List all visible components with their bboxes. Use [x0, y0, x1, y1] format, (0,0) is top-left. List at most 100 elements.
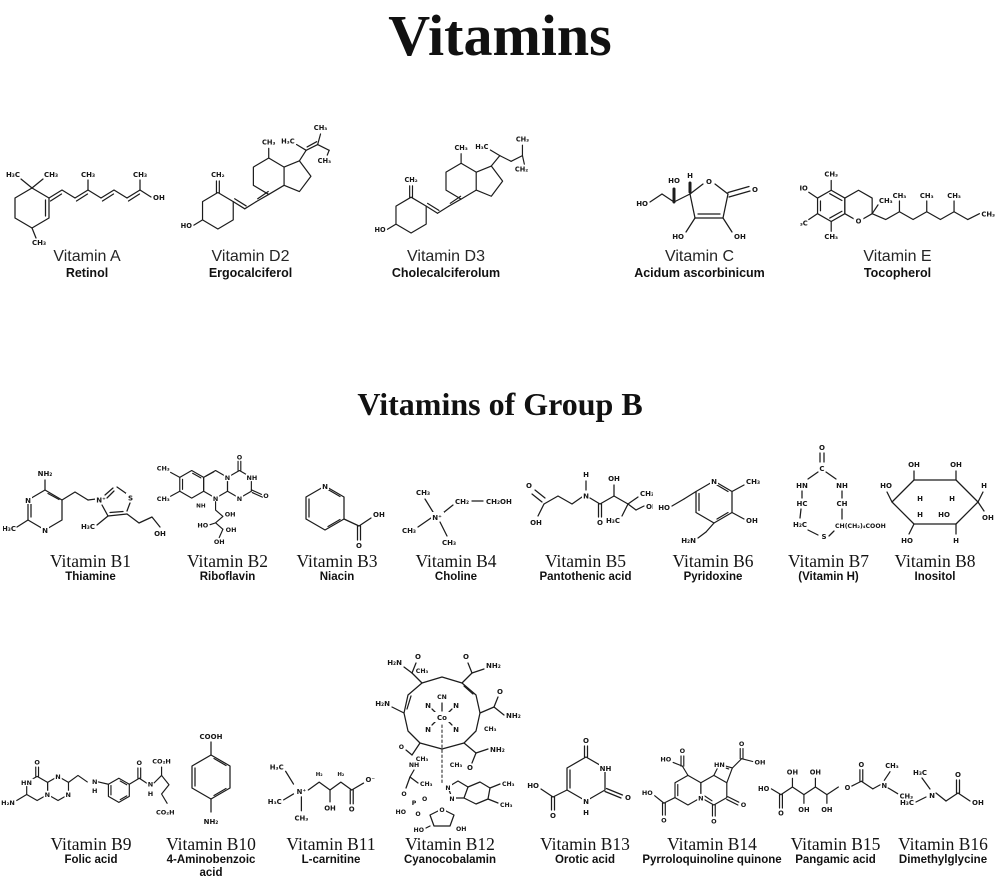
svg-text:N: N [583, 493, 589, 501]
vitamin-b8-name: Vitamin B8 [894, 551, 976, 571]
svg-text:CH₃: CH₃ [885, 762, 899, 770]
vitamin-b15-chemical: Pangamic acid [795, 854, 876, 866]
svg-text:N: N [881, 782, 887, 790]
svg-text:CH₃: CH₃ [157, 465, 170, 473]
svg-text:CH₃: CH₃ [879, 197, 893, 205]
svg-text:OH: OH [755, 758, 766, 766]
svg-text:H₂N: H₂N [375, 700, 390, 708]
svg-text:HO: HO [672, 233, 684, 241]
svg-text:HO: HO [938, 511, 950, 519]
svg-text:NH: NH [196, 503, 206, 509]
svg-text:CH(CH₂)₄COOH: CH(CH₂)₄COOH [835, 523, 886, 530]
svg-text:S: S [128, 495, 133, 503]
svg-text:HO: HO [527, 782, 539, 790]
svg-text:N: N [583, 798, 589, 806]
vitamin-b15-name: Vitamin B15 [790, 834, 881, 854]
svg-text:N: N [711, 478, 717, 486]
svg-text:CH₃: CH₃ [516, 136, 529, 144]
svg-text:OH: OH [153, 194, 165, 202]
svg-text:O: O [349, 806, 355, 814]
svg-text:O: O [955, 771, 961, 779]
svg-text:HN: HN [796, 482, 808, 490]
svg-text:OH: OH [950, 461, 962, 469]
svg-text:CH₂: CH₂ [515, 166, 528, 174]
svg-text:CH₃: CH₃ [500, 802, 513, 809]
svg-text:CO₂H: CO₂H [152, 757, 171, 765]
vitamin-b13-chemical: Orotic acid [554, 854, 616, 866]
svg-text:HO: HO [181, 222, 193, 230]
svg-text:CH₃: CH₃ [416, 668, 429, 675]
vitamin-b5-structure: O OH N H O OH CH₃ OH H₃C [526, 471, 653, 527]
svg-text:N: N [929, 792, 935, 800]
svg-text:CH₃: CH₃ [947, 192, 961, 200]
vitamin-b16-panel: H₃C H₃C N O OH Vitamin B16 Dimethylglyci… [886, 761, 1000, 867]
svg-text:O: O [237, 454, 243, 462]
svg-text:CH₃: CH₃ [157, 495, 170, 503]
page-title: Vitamins [388, 3, 612, 68]
svg-text:H₃C: H₃C [913, 769, 927, 777]
vitamin-d2-name: Vitamin D2 [211, 248, 290, 265]
svg-text:O: O [550, 812, 556, 820]
vitamin-b8-panel: OH OH HO H OH HO H H H H HO Vitamin B8 I… [876, 450, 994, 584]
svg-text:HO: HO [658, 504, 670, 512]
svg-text:OH: OH [908, 461, 920, 469]
svg-text:O: O [706, 178, 712, 186]
vitamin-e-name: Vitamin E [863, 248, 932, 265]
svg-text:N: N [66, 791, 71, 799]
svg-text:H₂N: H₂N [1, 799, 15, 807]
vitamin-b1-panel: N N NH₂ H₃C N⁺ S H₃C OH Vitamin B1 Thiam… [3, 448, 178, 584]
svg-text:H: H [148, 790, 153, 798]
vitamin-d3-structure: HO CH₂ CH₃ H₃C CH₃ CH₂ [374, 136, 529, 235]
svg-text:O: O [497, 688, 503, 696]
svg-text:NH: NH [409, 762, 419, 769]
vitamin-b5-panel: O OH N H O OH CH₃ OH H₃C Vitamin B5 Pant… [518, 450, 653, 584]
svg-text:O: O [263, 492, 269, 500]
vitamin-b11-structure: H₃C H₃C N⁺ CH₃ H₂ H₂ OH O O⁻ [268, 763, 376, 822]
svg-text:CH₂: CH₂ [404, 176, 417, 184]
svg-text:N: N [45, 791, 50, 799]
svg-text:N⁺: N⁺ [297, 788, 307, 796]
vitamin-a-name: Vitamin A [53, 248, 121, 265]
vitamin-b7-chemical: (Vitamin H) [798, 571, 859, 583]
svg-text:CH₃: CH₃ [824, 171, 838, 179]
svg-text:HO: HO [396, 809, 406, 816]
svg-text:CH₃: CH₃ [81, 171, 95, 179]
svg-text:N: N [453, 726, 459, 734]
svg-text:HO: HO [636, 200, 648, 208]
vitamin-a-panel: H₃C CH₃ CH₃ CH₃ CH₃ OH Vitamin A Retinol [2, 146, 172, 281]
svg-text:N: N [148, 781, 153, 789]
svg-text:O: O [625, 794, 631, 802]
svg-text:N: N [92, 778, 97, 786]
vitamin-b10-panel: COOH NH₂ Vitamin B10 4-Aminobenzoic acid [156, 725, 266, 880]
svg-text:CN: CN [437, 694, 447, 701]
svg-text:OH: OH [821, 806, 832, 814]
svg-text:H₂N: H₂N [387, 659, 402, 667]
vitamin-d2-panel: HO CH₂ CH₃ H₃C CH₃ CH₃ Vitamin D2 Ergoca… [168, 116, 333, 281]
svg-text:N: N [25, 497, 31, 505]
svg-text:O: O [399, 744, 404, 751]
vitamin-b3-chemical: Niacin [319, 571, 355, 583]
svg-text:H₃C: H₃C [475, 143, 488, 151]
svg-text:CH₃: CH₃ [44, 171, 58, 179]
vitamin-d3-name: Vitamin D3 [407, 248, 485, 265]
svg-text:N: N [55, 773, 60, 781]
svg-text:CH₃: CH₃ [420, 781, 433, 788]
svg-text:O: O [741, 801, 747, 809]
vitamin-a-chemical: Retinol [65, 266, 109, 280]
svg-text:P: P [412, 800, 417, 807]
vitamin-b12-name: Vitamin B12 [405, 834, 495, 854]
svg-text:CH₃: CH₃ [502, 781, 515, 788]
svg-text:CH₂: CH₂ [455, 498, 469, 506]
svg-text:HO: HO [660, 756, 671, 764]
svg-text:H: H [583, 471, 589, 479]
svg-text:OH: OH [798, 806, 809, 814]
vitamin-b5-chemical: Pantothenic acid [539, 571, 632, 583]
svg-text:O: O [356, 542, 362, 550]
vitamin-b2-panel: N N NH N O O CH₃ CH₃ NH OH HO OH OH Vita… [155, 448, 300, 584]
svg-text:CH₂: CH₂ [211, 171, 225, 179]
svg-text:CH₃: CH₃ [133, 171, 147, 179]
vitamin-b16-chemical: Dimethylglycine [898, 854, 988, 866]
svg-text:H: H [981, 482, 987, 490]
svg-text:OH: OH [982, 514, 994, 522]
